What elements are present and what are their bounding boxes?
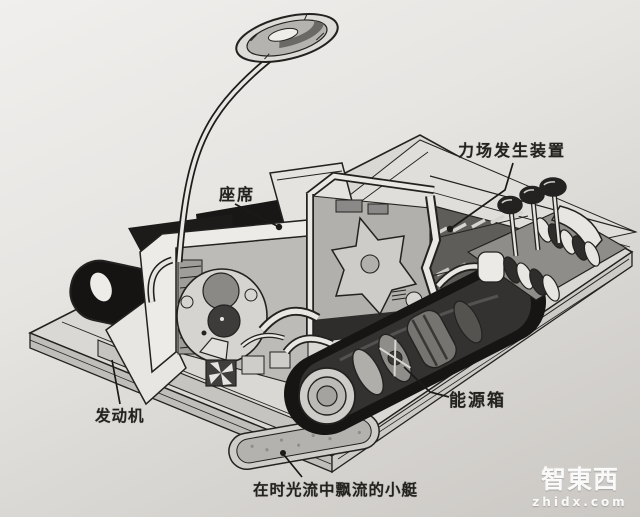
lamp bbox=[175, 13, 339, 263]
label-caption: 在时光流中飘流的小艇 bbox=[253, 481, 419, 499]
energy-cylinder bbox=[284, 261, 546, 435]
label-energy-box: 能源箱 bbox=[449, 391, 506, 411]
pin-3 bbox=[539, 177, 567, 244]
lamp-disc bbox=[235, 13, 339, 63]
pin-1 bbox=[497, 195, 523, 257]
force-field-pins bbox=[497, 177, 567, 257]
watermark-logo: 智東西 bbox=[540, 465, 619, 494]
label-engine: 发动机 bbox=[95, 407, 145, 425]
coil-bank bbox=[466, 205, 628, 302]
coil-row-back bbox=[535, 217, 601, 267]
pin-2 bbox=[519, 185, 545, 251]
leader-lines bbox=[111, 162, 514, 478]
watermark: 智東西 zhidx.com bbox=[525, 467, 635, 509]
coil-row-front bbox=[477, 251, 560, 302]
label-force-field-generator: 力场发生装置 bbox=[458, 141, 567, 160]
engine-compartment bbox=[105, 219, 309, 406]
fan-unit bbox=[205, 359, 237, 387]
watermark-site: zhidx.com bbox=[532, 495, 628, 509]
engine-core bbox=[176, 268, 268, 364]
label-seat: 座席 bbox=[219, 185, 256, 204]
cylinder-gear-segment bbox=[378, 333, 412, 383]
